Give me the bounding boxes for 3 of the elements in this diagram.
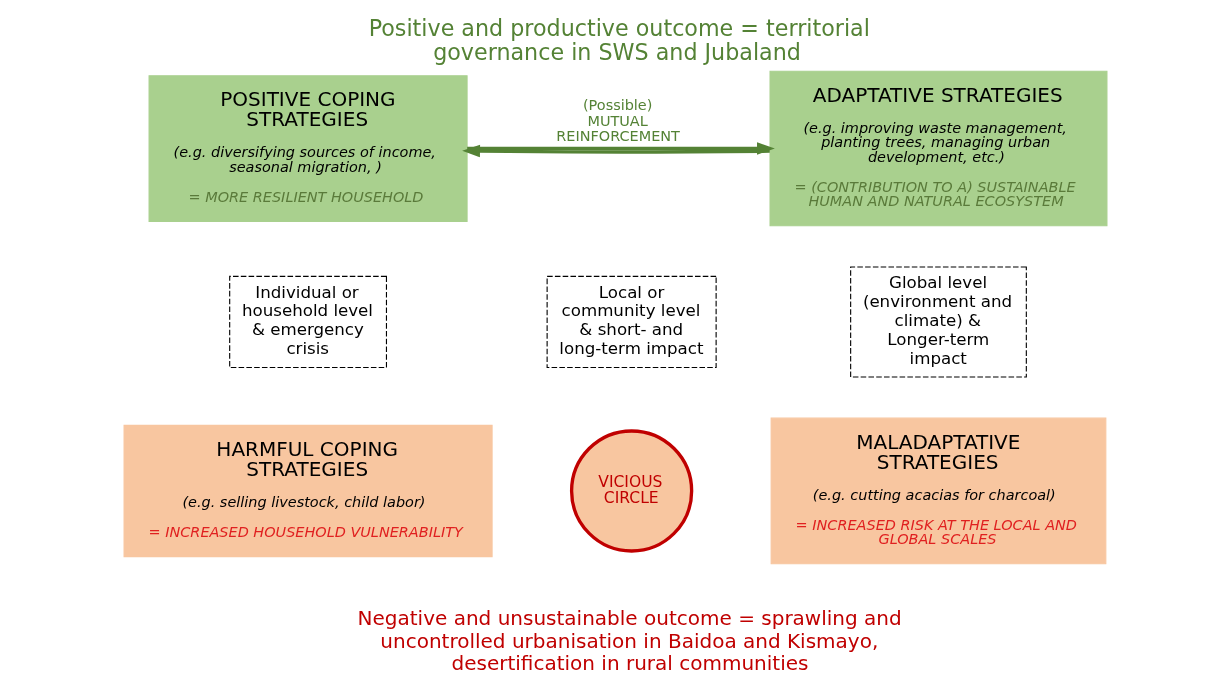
diagram-title: Positive and productive outcome = territorial governance in SWS and Jubaland <box>368 14 870 65</box>
edge-label: (Possible) MUTUAL REINFORCEMENT <box>555 96 680 144</box>
caption: Negative and unsustainable outcome = sprawling and uncontrolled urbanisation in Baidoa and Kismayo, desertification in rural communities <box>357 605 902 675</box>
